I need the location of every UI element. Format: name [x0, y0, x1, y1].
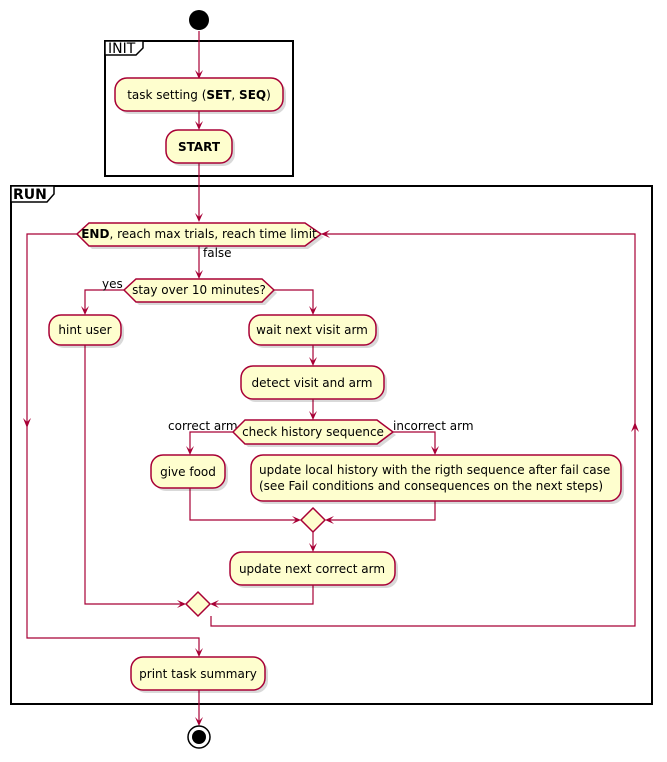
- node-update-history: update local history with the rigth sequ…: [250, 454, 624, 504]
- update-history-line1: update local history with the rigth sequ…: [259, 463, 610, 477]
- check-history-label: check history sequence: [242, 425, 384, 439]
- partition-run: RUN: [10, 185, 653, 705]
- node-detect-visit: detect visit and arm: [240, 365, 387, 402]
- node-give-food: give food: [150, 454, 228, 491]
- partition-run-title: RUN: [13, 187, 47, 203]
- edges: [23, 31, 639, 726]
- update-history-line2: (see Fail conditions and consequences on…: [259, 479, 603, 493]
- update-next-label: update next correct arm: [239, 562, 385, 576]
- node-update-next: update next correct arm: [229, 551, 398, 588]
- wait-visit-label: wait next visit arm: [256, 323, 368, 337]
- task-setting-set: SET: [206, 88, 232, 102]
- partition-init-title: INIT: [108, 41, 136, 57]
- stop-node: [187, 725, 211, 749]
- stay-decision-label: stay over 10 minutes?: [132, 283, 266, 297]
- edge-label-incorrect-arm: incorrect arm: [393, 419, 474, 433]
- edge-label-yes: yes: [102, 277, 123, 291]
- node-hint-user: hint user: [48, 314, 124, 348]
- node-print-summary: print task summary: [130, 656, 268, 693]
- edge-label-false: false: [203, 246, 232, 260]
- task-setting-suffix: ): [266, 88, 271, 102]
- give-food-label: give food: [160, 465, 216, 479]
- node-loop-condition: END, reach max trials, reach time limit: [75, 222, 324, 249]
- node-check-history: check history sequence: [231, 419, 396, 447]
- node-task-setting: task setting (SET, SEQ): [114, 77, 286, 114]
- loop-condition-rest: , reach max trials, reach time limit: [109, 227, 317, 241]
- detect-visit-label: detect visit and arm: [252, 376, 373, 390]
- start-label: START: [178, 140, 221, 154]
- svg-text:task setting (SET, SEQ): task setting (SET, SEQ): [127, 88, 271, 102]
- print-summary-label: print task summary: [139, 667, 257, 681]
- node-wait-visit: wait next visit arm: [248, 314, 379, 348]
- task-setting-prefix: task setting (: [127, 88, 206, 102]
- task-setting-seq: SEQ: [239, 88, 266, 102]
- task-setting-sep: ,: [231, 88, 239, 102]
- loop-condition-end: END: [81, 227, 109, 241]
- merge-diamond-2: [184, 590, 212, 618]
- node-stay-decision: stay over 10 minutes?: [122, 278, 277, 305]
- hint-user-label: hint user: [58, 323, 111, 337]
- svg-text:END, reach max trials, reach t: END, reach max trials, reach time limit: [81, 227, 317, 241]
- node-start: START: [165, 129, 235, 166]
- start-node: [189, 10, 209, 30]
- merge-diamond-1: [299, 506, 327, 534]
- edge-label-correct-arm: correct arm: [168, 419, 238, 433]
